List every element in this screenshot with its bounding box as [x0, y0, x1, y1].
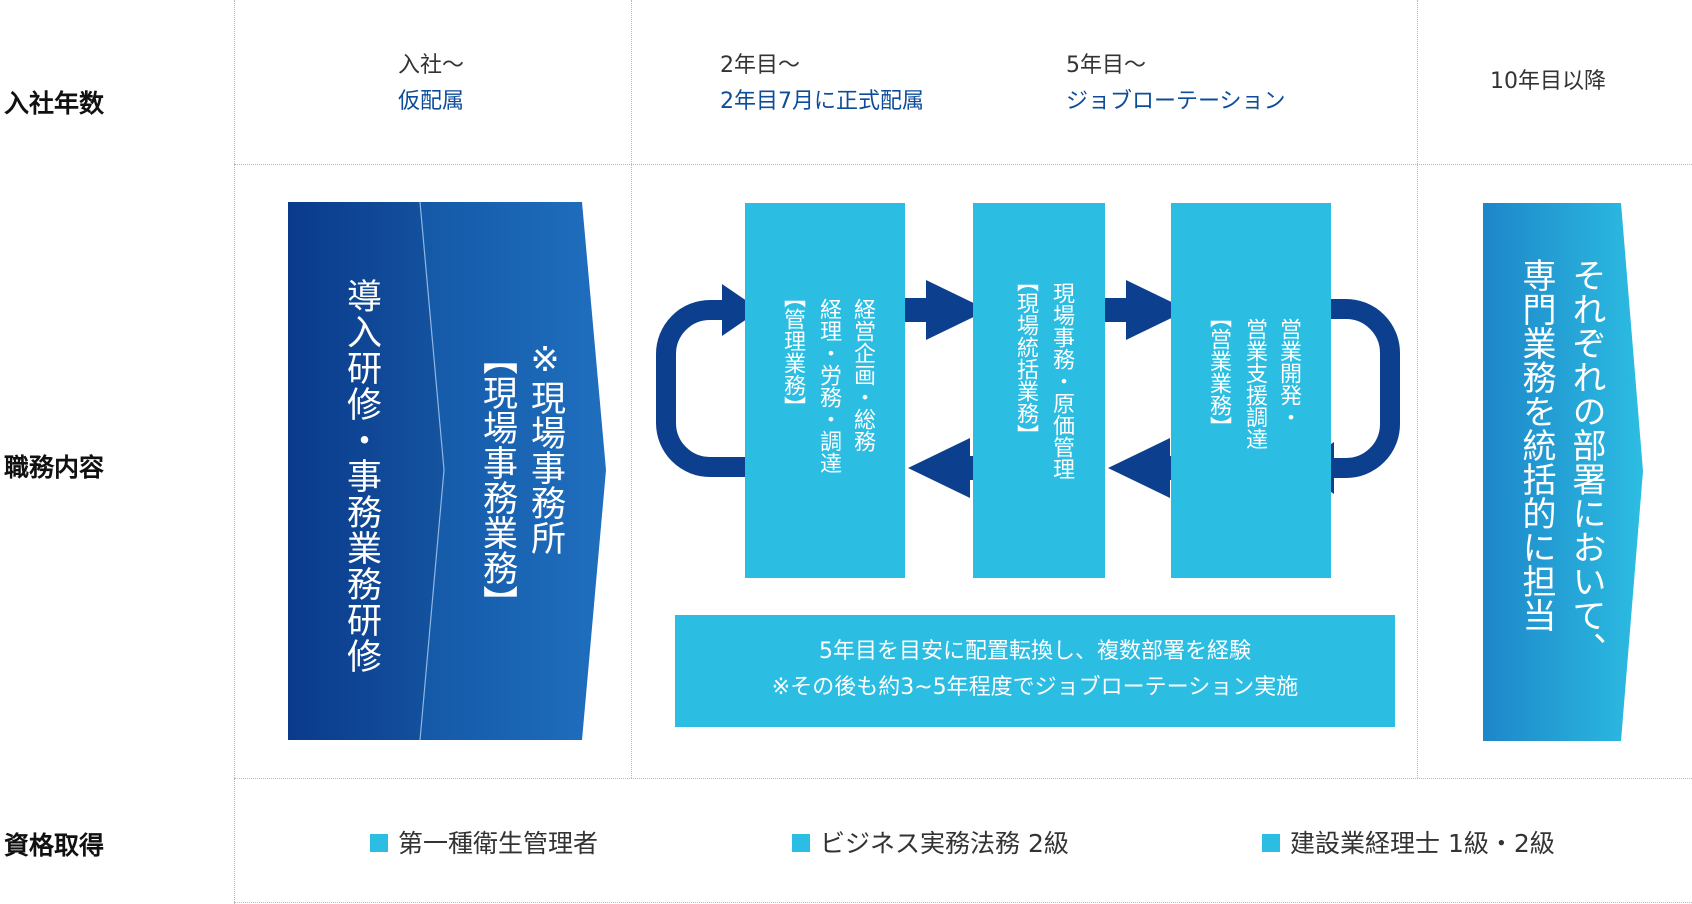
grid-line [234, 164, 1692, 165]
box-site-line1: 現場事務・原価管理 [1049, 282, 1074, 480]
grid-line [1417, 0, 1418, 778]
later-shape [1483, 203, 1643, 741]
qualification-item: ビジネス実務法務 2級 [792, 824, 1069, 860]
grid-line [631, 0, 632, 778]
qualification-label: ビジネス実務法務 2級 [820, 829, 1069, 858]
box-admin-line2: 経理・労務・調達 [816, 298, 841, 474]
training-stage2-line2: 【現場事務業務】 [477, 340, 517, 620]
arrow-left-2 [1108, 438, 1170, 498]
qualification-item: 第一種衛生管理者 [370, 824, 598, 860]
header-col2b: 5年目〜 ジョブローテーション [1066, 48, 1286, 120]
header-col2a-top: 2年目〜 [720, 53, 800, 78]
box-admin-line1: 経営企画・総務 [850, 298, 875, 452]
rotation-note-box [675, 615, 1395, 727]
arrow-right-1 [926, 280, 988, 340]
rotation-note-line1: 5年目を目安に配置転換し、複数部署を経験 [819, 639, 1251, 664]
row-label-duties: 職務内容 [4, 453, 105, 482]
loop-arrow-left [656, 300, 745, 477]
loop-arrow-right [1330, 299, 1400, 478]
rotation-note: 5年目を目安に配置転換し、複数部署を経験 ※その後も約3~5年程度でジョブローテ… [675, 634, 1395, 706]
header-col2b-top: 5年目〜 [1066, 53, 1146, 78]
training-stage2-line1: ※現場事務所 [525, 340, 565, 555]
qualification-item: 建設業経理士 1級・2級 [1262, 824, 1555, 860]
header-col1: 入社〜 仮配属 [398, 48, 464, 120]
row-label-qualifications: 資格取得 [4, 831, 105, 860]
header-col3-top: 10年目以降 [1490, 69, 1606, 94]
rotation-note-line2: ※その後も約3~5年程度でジョブローテーション実施 [771, 675, 1299, 700]
header-col2b-sub: ジョブローテーション [1066, 89, 1286, 114]
box-sales-line1: 営業開発・ [1276, 318, 1301, 428]
box-site-line2: 【現場統括業務】 [1013, 270, 1038, 446]
grid-line [234, 778, 1692, 779]
training-stage1-label: 導入研修・事務業務研修 [341, 278, 381, 674]
header-col2a-sub: 2年目7月に正式配属 [720, 89, 924, 114]
square-bullet-icon [1262, 834, 1280, 852]
grid-line [234, 902, 1692, 903]
box-sales-line3: 【営業業務】 [1206, 306, 1231, 438]
grid-line [234, 0, 235, 904]
box-admin-line3: 【管理業務】 [780, 286, 805, 418]
later-chevron [1483, 203, 1643, 741]
row-label-years: 入社年数 [4, 89, 105, 118]
training-stage2-shape [420, 202, 606, 740]
qualification-label: 第一種衛生管理者 [398, 829, 599, 858]
header-col3: 10年目以降 [1490, 64, 1606, 100]
square-bullet-icon [792, 834, 810, 852]
box-sales-line2: 営業支援調達 [1242, 318, 1267, 450]
box-admin [745, 203, 905, 578]
training-chevrons [288, 202, 606, 740]
box-sales [1171, 203, 1331, 578]
later-line2: 専門業務を統括的に担当 [1516, 258, 1556, 632]
header-col2a: 2年目〜 2年目7月に正式配属 [720, 48, 924, 120]
later-line1: それぞれの部署において、 [1566, 258, 1606, 666]
header-col1-sub: 仮配属 [398, 89, 465, 114]
training-stage1-shape [288, 202, 444, 740]
qualification-label: 建設業経理士 1級・2級 [1290, 829, 1555, 858]
square-bullet-icon [370, 834, 388, 852]
box-site [973, 203, 1105, 578]
header-col1-top: 入社〜 [398, 53, 465, 78]
arrow-right-2 [1126, 280, 1188, 340]
arrow-left-1 [908, 438, 970, 498]
